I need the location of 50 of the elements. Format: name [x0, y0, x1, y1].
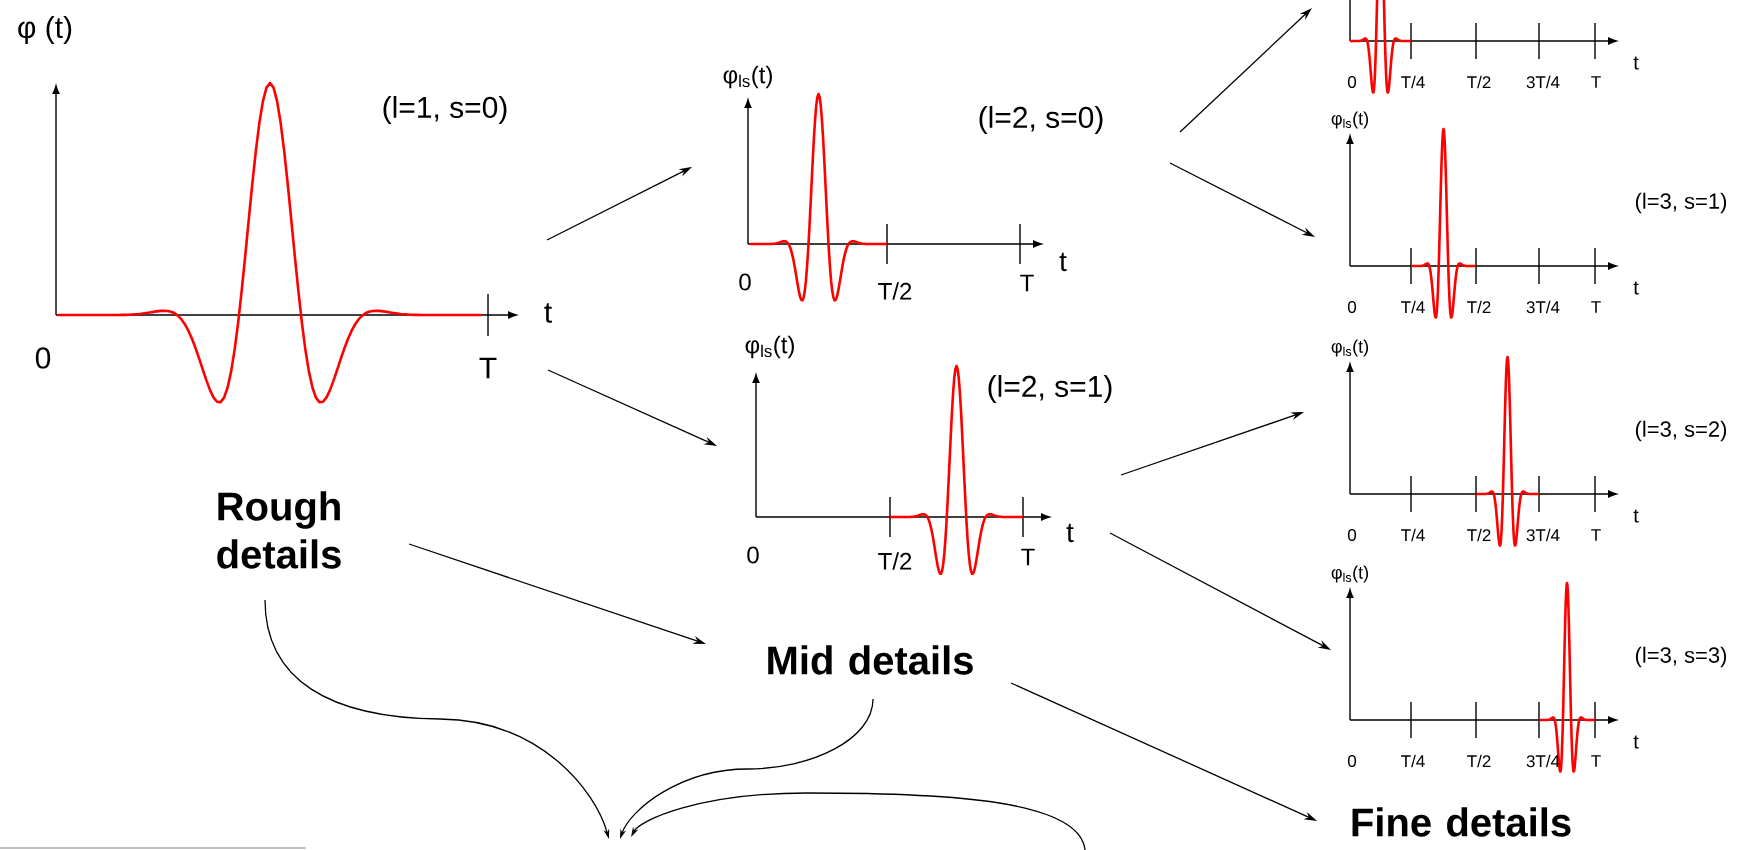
axis-label: t [1633, 281, 1639, 295]
tick-label: T/4 [1401, 754, 1425, 768]
axis-label: φ$_{ls}$(t) [723, 65, 772, 89]
axis-label: φ$_{ls}$(t) [1331, 565, 1369, 583]
tick-label: 0 [35, 347, 51, 369]
axis-label: t [1066, 523, 1074, 543]
axis-label: φ$_{ls}$(t) [745, 335, 794, 359]
axis-label: t [1059, 252, 1067, 272]
tick-label: 0 [1347, 76, 1357, 88]
tick-label: T/2 [1467, 75, 1491, 89]
tick-label: T [1591, 76, 1601, 88]
tick-label: 0 [739, 273, 751, 291]
tick-label: 3T/4 [1526, 528, 1560, 542]
tick-label: 0 [1347, 301, 1357, 313]
tick-label: T [1591, 301, 1601, 313]
tick-label: T/2 [878, 282, 912, 300]
tick-label: T/4 [1401, 300, 1425, 314]
tick-label: T/2 [1467, 528, 1491, 542]
axis-label: t [1633, 56, 1639, 70]
tick-label: 0 [747, 546, 759, 564]
axis-label: φ$_{ls}$(t) [1331, 111, 1369, 129]
level-label: (l=3, s=2) [1635, 420, 1727, 442]
tick-label: T [1020, 274, 1034, 292]
tick-label: T [479, 357, 497, 379]
detail-label: Mid details [768, 645, 973, 675]
tick-label: T/2 [1467, 754, 1491, 768]
tick-label: T/4 [1401, 528, 1425, 542]
tick-label: 0 [1347, 755, 1357, 767]
tick-label: 3T/4 [1526, 75, 1560, 89]
axis-label: t [1633, 509, 1639, 523]
level-label: (l=3, s=1) [1635, 192, 1727, 214]
tick-label: T [1591, 529, 1601, 541]
level-label: (l=3, s=3) [1635, 646, 1727, 668]
tick-label: T [1021, 548, 1035, 566]
axis-label: φ$_{ls}$(t) [1331, 339, 1369, 357]
detail-label: Fine details [1352, 807, 1571, 837]
level-label: (l=2, s=0) [979, 106, 1103, 134]
level-label: (l=1, s=0) [383, 96, 507, 124]
tick-label: T/4 [1401, 75, 1425, 89]
level-label: (l=2, s=1) [988, 375, 1112, 403]
tick-label: T/2 [1467, 300, 1491, 314]
axis-label: φ (t) [18, 16, 72, 44]
detail-label: Rough details [217, 491, 341, 569]
tick-label: 0 [1347, 529, 1357, 541]
axis-label: t [1633, 735, 1639, 749]
tick-label: T [1591, 755, 1601, 767]
arrow [1179, 8, 1312, 133]
tick-label: T/2 [878, 552, 912, 570]
axis-label: t [544, 303, 552, 323]
tick-label: 3T/4 [1526, 300, 1560, 314]
